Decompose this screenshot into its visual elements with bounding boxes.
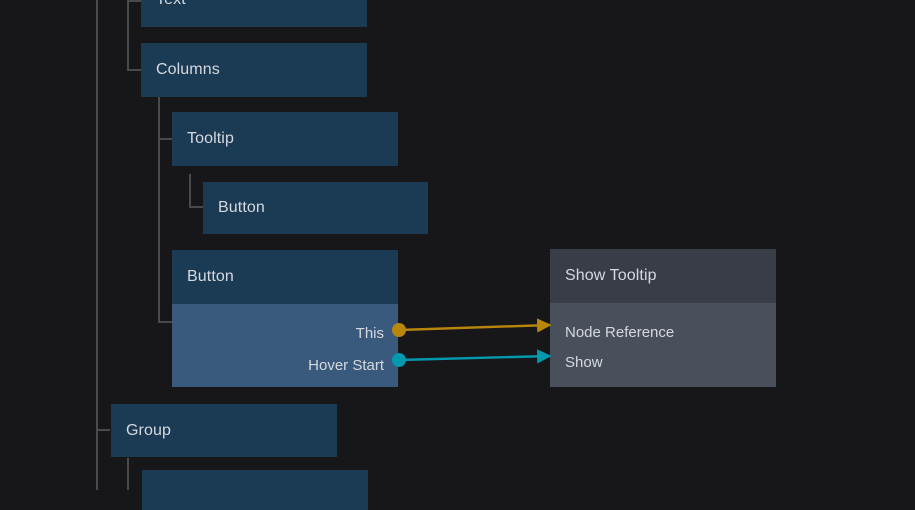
tree-trunk-group-children xyxy=(127,458,129,490)
node-button[interactable]: Button This Hover Start xyxy=(172,250,398,387)
port-out-hover-start[interactable]: Hover Start xyxy=(308,354,398,376)
node-button-body: This Hover Start xyxy=(172,304,398,387)
node-group-child[interactable] xyxy=(142,470,368,510)
tree-branch-text xyxy=(127,0,141,2)
tree-trunk-tooltip-children xyxy=(189,174,191,208)
tree-branch-button xyxy=(158,321,172,323)
tree-branch-columns xyxy=(127,69,141,71)
port-in-show-label: Show xyxy=(565,353,603,371)
node-button-label: Button xyxy=(172,250,398,304)
node-tooltip-button-label: Button xyxy=(203,182,428,234)
tree-branch-group xyxy=(96,429,110,431)
node-group[interactable]: Group xyxy=(111,404,337,457)
node-show-tooltip-label: Show Tooltip xyxy=(550,249,776,303)
tree-branch-tooltip xyxy=(158,138,172,140)
port-in-show[interactable]: Show xyxy=(550,351,603,373)
port-in-node-reference[interactable]: Node Reference xyxy=(550,321,674,343)
port-out-this[interactable]: This xyxy=(356,322,398,344)
tree-trunk-columns-children xyxy=(158,97,160,323)
node-tooltip[interactable]: Tooltip xyxy=(172,112,398,166)
tree-branch-tooltip-button xyxy=(189,206,203,208)
node-text-label: Text xyxy=(141,0,367,27)
port-in-node-reference-label: Node Reference xyxy=(565,323,675,341)
node-group-child-label xyxy=(142,470,368,510)
node-tooltip-button[interactable]: Button xyxy=(203,182,428,234)
tree-trunk-root xyxy=(96,0,98,490)
edge-hover-start-to-show xyxy=(398,349,552,364)
port-out-this-label: This xyxy=(355,324,384,342)
node-text[interactable]: Text xyxy=(141,0,367,27)
tree-trunk-level1 xyxy=(127,0,129,71)
node-tooltip-label: Tooltip xyxy=(172,112,398,166)
port-out-hover-start-label: Hover Start xyxy=(308,356,384,374)
node-columns-label: Columns xyxy=(141,43,367,97)
edge-this-to-node-reference xyxy=(398,318,552,333)
node-show-tooltip[interactable]: Show Tooltip Node Reference Show xyxy=(550,249,776,387)
node-show-tooltip-body: Node Reference Show xyxy=(550,303,776,387)
node-group-label: Group xyxy=(111,404,337,457)
node-columns[interactable]: Columns xyxy=(141,43,367,97)
